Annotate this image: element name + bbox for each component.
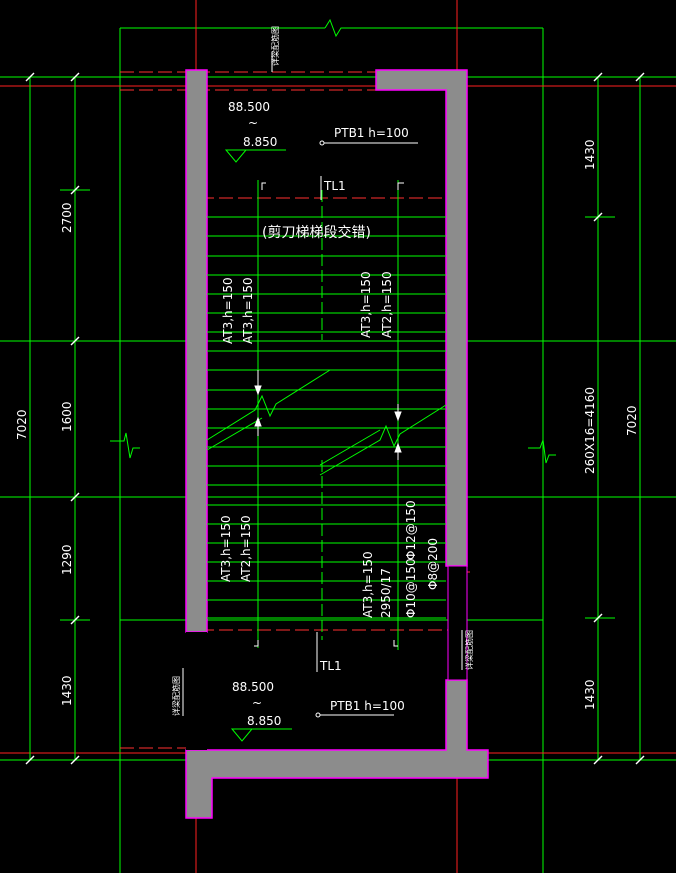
left-dim-total: 7020 (15, 409, 29, 440)
left-dim-seg-2: 1600 (60, 401, 74, 432)
slab-leaders (315, 140, 418, 718)
cross-beam-tag-top: 详梁配筋图 (270, 26, 280, 66)
cross-beam-tag-lines (182, 52, 463, 716)
right-dimension-ticks (593, 72, 645, 765)
rebar-2-text: Φ12@150 (404, 500, 418, 560)
top-level-top-text: 88.500 (228, 100, 270, 114)
tl1-bottom-text: TL1 (319, 659, 342, 673)
flight-lower-right-1: AT3,h=150 (361, 551, 375, 618)
flight-lower-left-2: AT2,h=150 (239, 515, 253, 582)
left-dim-seg-4: 1430 (60, 675, 74, 706)
flight-upper-left-2: AT3,h=150 (241, 277, 255, 344)
flight-upper-left-1: AT3,h=150 (221, 277, 235, 344)
tl-markers (254, 176, 404, 672)
flight-lower-right-2: 2950/17 (379, 568, 393, 618)
wall-top-right (375, 69, 468, 567)
level-symbol-bottom (230, 728, 292, 742)
flight-upper-right-2: AT2,h=150 (380, 271, 394, 338)
dashed-beams (120, 71, 470, 749)
wall-stub-left (186, 632, 207, 750)
stair-treads (207, 216, 446, 619)
bottom-level-top-text: 88.500 (232, 680, 274, 694)
bottom-level-bottom-text: 8.850 (247, 714, 281, 728)
left-dim-seg-1: 2700 (60, 202, 74, 233)
top-tilde-text: ~ (248, 116, 258, 130)
flight-upper-right-1: AT3,h=150 (359, 271, 373, 338)
right-dimension-lines (585, 77, 641, 760)
direction-arrows (254, 370, 402, 460)
break-lines (110, 432, 556, 464)
wall-right-lower (185, 679, 489, 819)
stair-cut-lines (206, 369, 447, 476)
right-dim-seg-1: 1430 (583, 139, 597, 170)
right-dim-seg-3: 1430 (583, 679, 597, 710)
grid-lines (0, 340, 676, 621)
flight-lower-left-1: AT3,h=150 (219, 515, 233, 582)
bottom-slab-text: PTB1 h=100 (330, 699, 405, 713)
wall-left-upper (185, 69, 208, 633)
rebar-1-text: Φ10@150 (404, 558, 418, 618)
right-dim-seg-2: 260X16=4160 (583, 387, 597, 474)
right-dim-total: 7020 (625, 405, 639, 436)
top-level-bottom-text: 8.850 (243, 135, 277, 149)
stair-title-text: (剪刀梯梯段交错) (262, 224, 371, 241)
left-dim-seg-3: 1290 (60, 544, 74, 575)
rebar-3-text: Φ8@200 (426, 538, 440, 590)
cross-beam-tag-left: 详梁配筋图 (171, 676, 181, 716)
tl1-top-text: TL1 (323, 179, 346, 193)
left-dimension-ticks (25, 72, 80, 765)
center-dividers (257, 180, 399, 650)
cross-beam-tag-right: 详梁配筋图 (464, 630, 474, 670)
level-symbol-top (224, 149, 286, 163)
bottom-tilde-text: ~ (252, 696, 262, 710)
top-slab-text: PTB1 h=100 (334, 126, 409, 140)
